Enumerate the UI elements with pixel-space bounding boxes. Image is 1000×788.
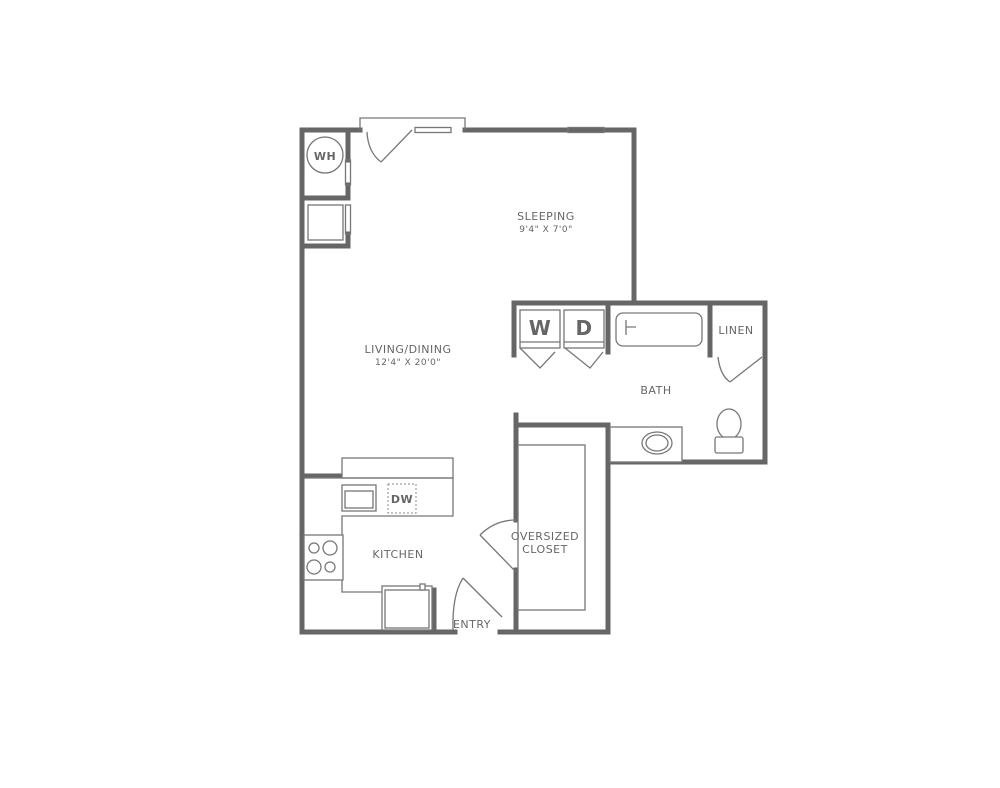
sleeping-dims: 9'4" X 7'0" xyxy=(519,225,573,235)
closet-shelf xyxy=(517,444,586,611)
dryer-label: D xyxy=(575,316,592,340)
living-dims: 12'4" X 20'0" xyxy=(375,358,441,368)
bath-label: BATH xyxy=(640,384,671,397)
water-heater-icon xyxy=(306,136,344,174)
entry-label: ENTRY xyxy=(453,618,491,631)
room-labels: SLEEPING 9'4" X 7'0" LIVING/DINING 12'4"… xyxy=(364,210,753,631)
walls xyxy=(299,127,768,635)
linen-label: LINEN xyxy=(718,324,753,337)
closet-label-1: OVERSIZED xyxy=(511,530,579,543)
fixtures: WH W D DW xyxy=(303,136,744,631)
counter-top xyxy=(341,457,454,479)
washer-label: W xyxy=(529,316,552,340)
kitchen-label: KITCHEN xyxy=(372,548,423,561)
bathtub xyxy=(615,312,703,347)
living-label: LIVING/DINING xyxy=(364,343,451,356)
kitchen-sink xyxy=(341,484,377,512)
dishwasher-label: DW xyxy=(391,493,413,506)
closet-box xyxy=(307,204,344,241)
refrigerator xyxy=(381,585,433,631)
water-heater-label: WH xyxy=(314,150,336,163)
toilet xyxy=(716,408,742,440)
windows xyxy=(344,126,605,235)
doors xyxy=(359,117,763,631)
closet-label-2: CLOSET xyxy=(522,543,568,556)
sleeping-label: SLEEPING xyxy=(517,210,575,223)
dishwasher xyxy=(387,483,417,514)
